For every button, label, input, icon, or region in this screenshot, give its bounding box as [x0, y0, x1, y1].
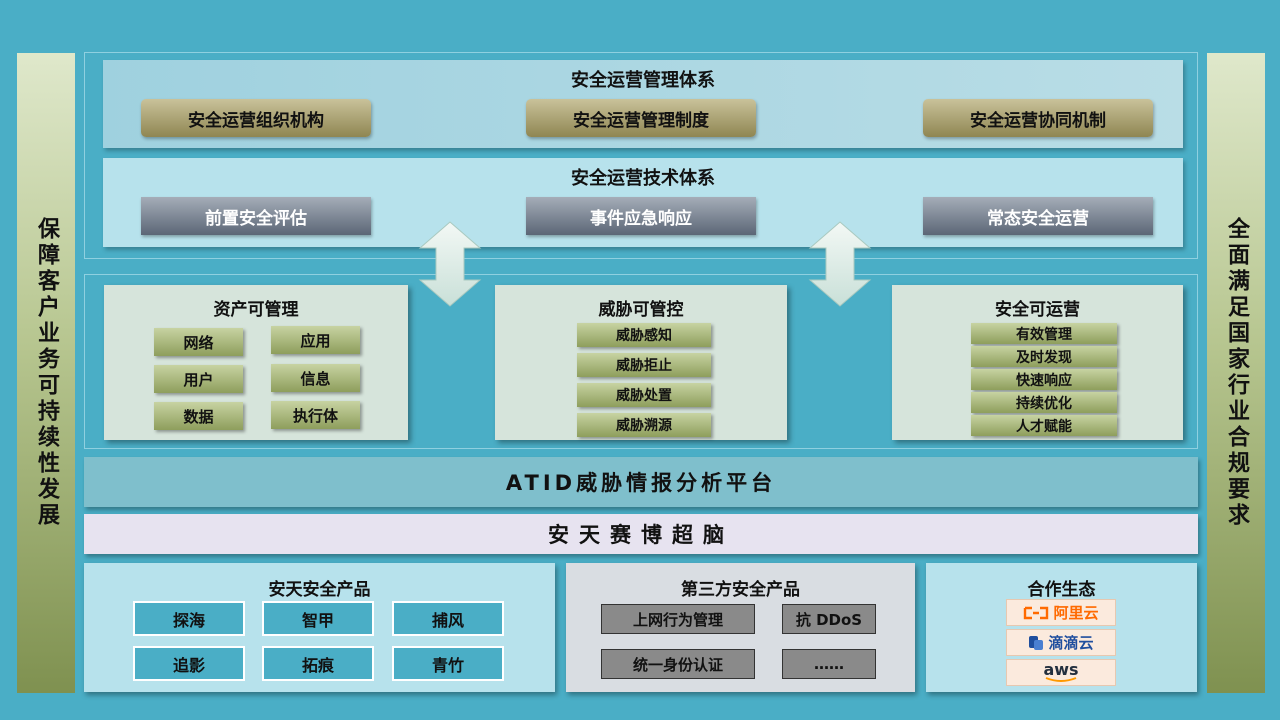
antiy-product-tuohen: 拓痕 — [262, 646, 374, 681]
operate-item-talent: 人才赋能 — [971, 415, 1117, 436]
antiy-product-tanhai: 探海 — [133, 601, 245, 636]
middle-frame — [84, 274, 1198, 449]
technology-item-assessment: 前置安全评估 — [141, 197, 371, 235]
antiy-product-qingzhu: 青竹 — [392, 646, 504, 681]
ecosystem-title: 合作生态 — [1027, 580, 1096, 600]
antiy-products-title: 安天安全产品 — [268, 580, 371, 600]
top-frame — [84, 52, 1198, 259]
threat-item-perception: 威胁感知 — [577, 323, 711, 347]
third-party-anti-ddos: 抗 DDoS — [782, 604, 876, 634]
double-arrow-left-icon — [418, 221, 482, 307]
didi-cloud-logo-text: 滴滴云 — [1048, 634, 1094, 652]
management-title: 安全运营管理体系 — [571, 70, 715, 91]
antiy-product-bufeng: 捕风 — [392, 601, 504, 636]
management-item-org: 安全运营组织机构 — [141, 99, 371, 137]
operate-item-optimization: 持续优化 — [971, 392, 1117, 413]
asset-item-information: 信息 — [271, 364, 360, 392]
technology-title: 安全运营技术体系 — [571, 168, 715, 189]
didi-cloud-logo-tile: 滴滴云 — [1006, 629, 1116, 656]
asset-item-executor: 执行体 — [271, 401, 360, 429]
asset-item-application: 应用 — [271, 326, 360, 354]
third-party-identity: 统一身份认证 — [601, 649, 755, 679]
threat-item-disposal: 威胁处置 — [577, 383, 711, 407]
operate-card-title: 安全可运营 — [995, 300, 1080, 320]
asset-item-network: 网络 — [154, 328, 243, 356]
aliyun-logo-icon — [1024, 606, 1049, 619]
atid-platform: ATID威胁情报分析平台 — [84, 457, 1198, 507]
antiy-product-zhuiying: 追影 — [133, 646, 245, 681]
right-pillar-text: 全面满足国家行业合规要求 — [1224, 217, 1249, 529]
left-pillar: 保障客户业务可持续性发展 — [17, 53, 75, 693]
aliyun-logo-text: 阿里云 — [1053, 604, 1099, 622]
right-pillar: 全面满足国家行业合规要求 — [1207, 53, 1265, 693]
management-item-policy: 安全运营管理制度 — [526, 99, 756, 137]
aws-logo-tile: aws — [1006, 659, 1116, 686]
technology-item-emergency-response: 事件应急响应 — [526, 197, 756, 235]
third-party-title: 第三方安全产品 — [681, 580, 800, 600]
threat-card-title: 威胁可管控 — [598, 300, 684, 320]
threat-item-tracing: 威胁溯源 — [577, 413, 711, 437]
management-item-coordination: 安全运营协同机制 — [923, 99, 1153, 137]
cyber-brain-label: 安天赛博超脑 — [548, 523, 734, 547]
third-party-web-behavior: 上网行为管理 — [601, 604, 755, 634]
aws-logo-text: aws — [1043, 659, 1079, 679]
asset-item-user: 用户 — [154, 365, 243, 393]
technology-item-routine-operation: 常态安全运营 — [923, 197, 1153, 235]
third-party-more: …… — [782, 649, 876, 679]
atid-platform-label: ATID威胁情报分析平台 — [505, 471, 777, 495]
didi-cloud-logo-icon — [1029, 635, 1044, 650]
aws-logo-icon — [1045, 676, 1077, 682]
cyber-brain-band: 安天赛博超脑 — [84, 514, 1198, 554]
antiy-product-zhijia: 智甲 — [262, 601, 374, 636]
double-arrow-right-icon — [808, 221, 872, 307]
threat-item-denial: 威胁拒止 — [577, 353, 711, 377]
aliyun-logo-tile: 阿里云 — [1006, 599, 1116, 626]
operate-item-response: 快速响应 — [971, 369, 1117, 390]
asset-item-data: 数据 — [154, 402, 243, 430]
operate-item-discovery: 及时发现 — [971, 346, 1117, 367]
operate-item-management: 有效管理 — [971, 323, 1117, 344]
asset-card: 资产可管理 — [104, 285, 408, 440]
left-pillar-text: 保障客户业务可持续性发展 — [34, 217, 59, 529]
asset-card-title: 资产可管理 — [213, 300, 299, 320]
